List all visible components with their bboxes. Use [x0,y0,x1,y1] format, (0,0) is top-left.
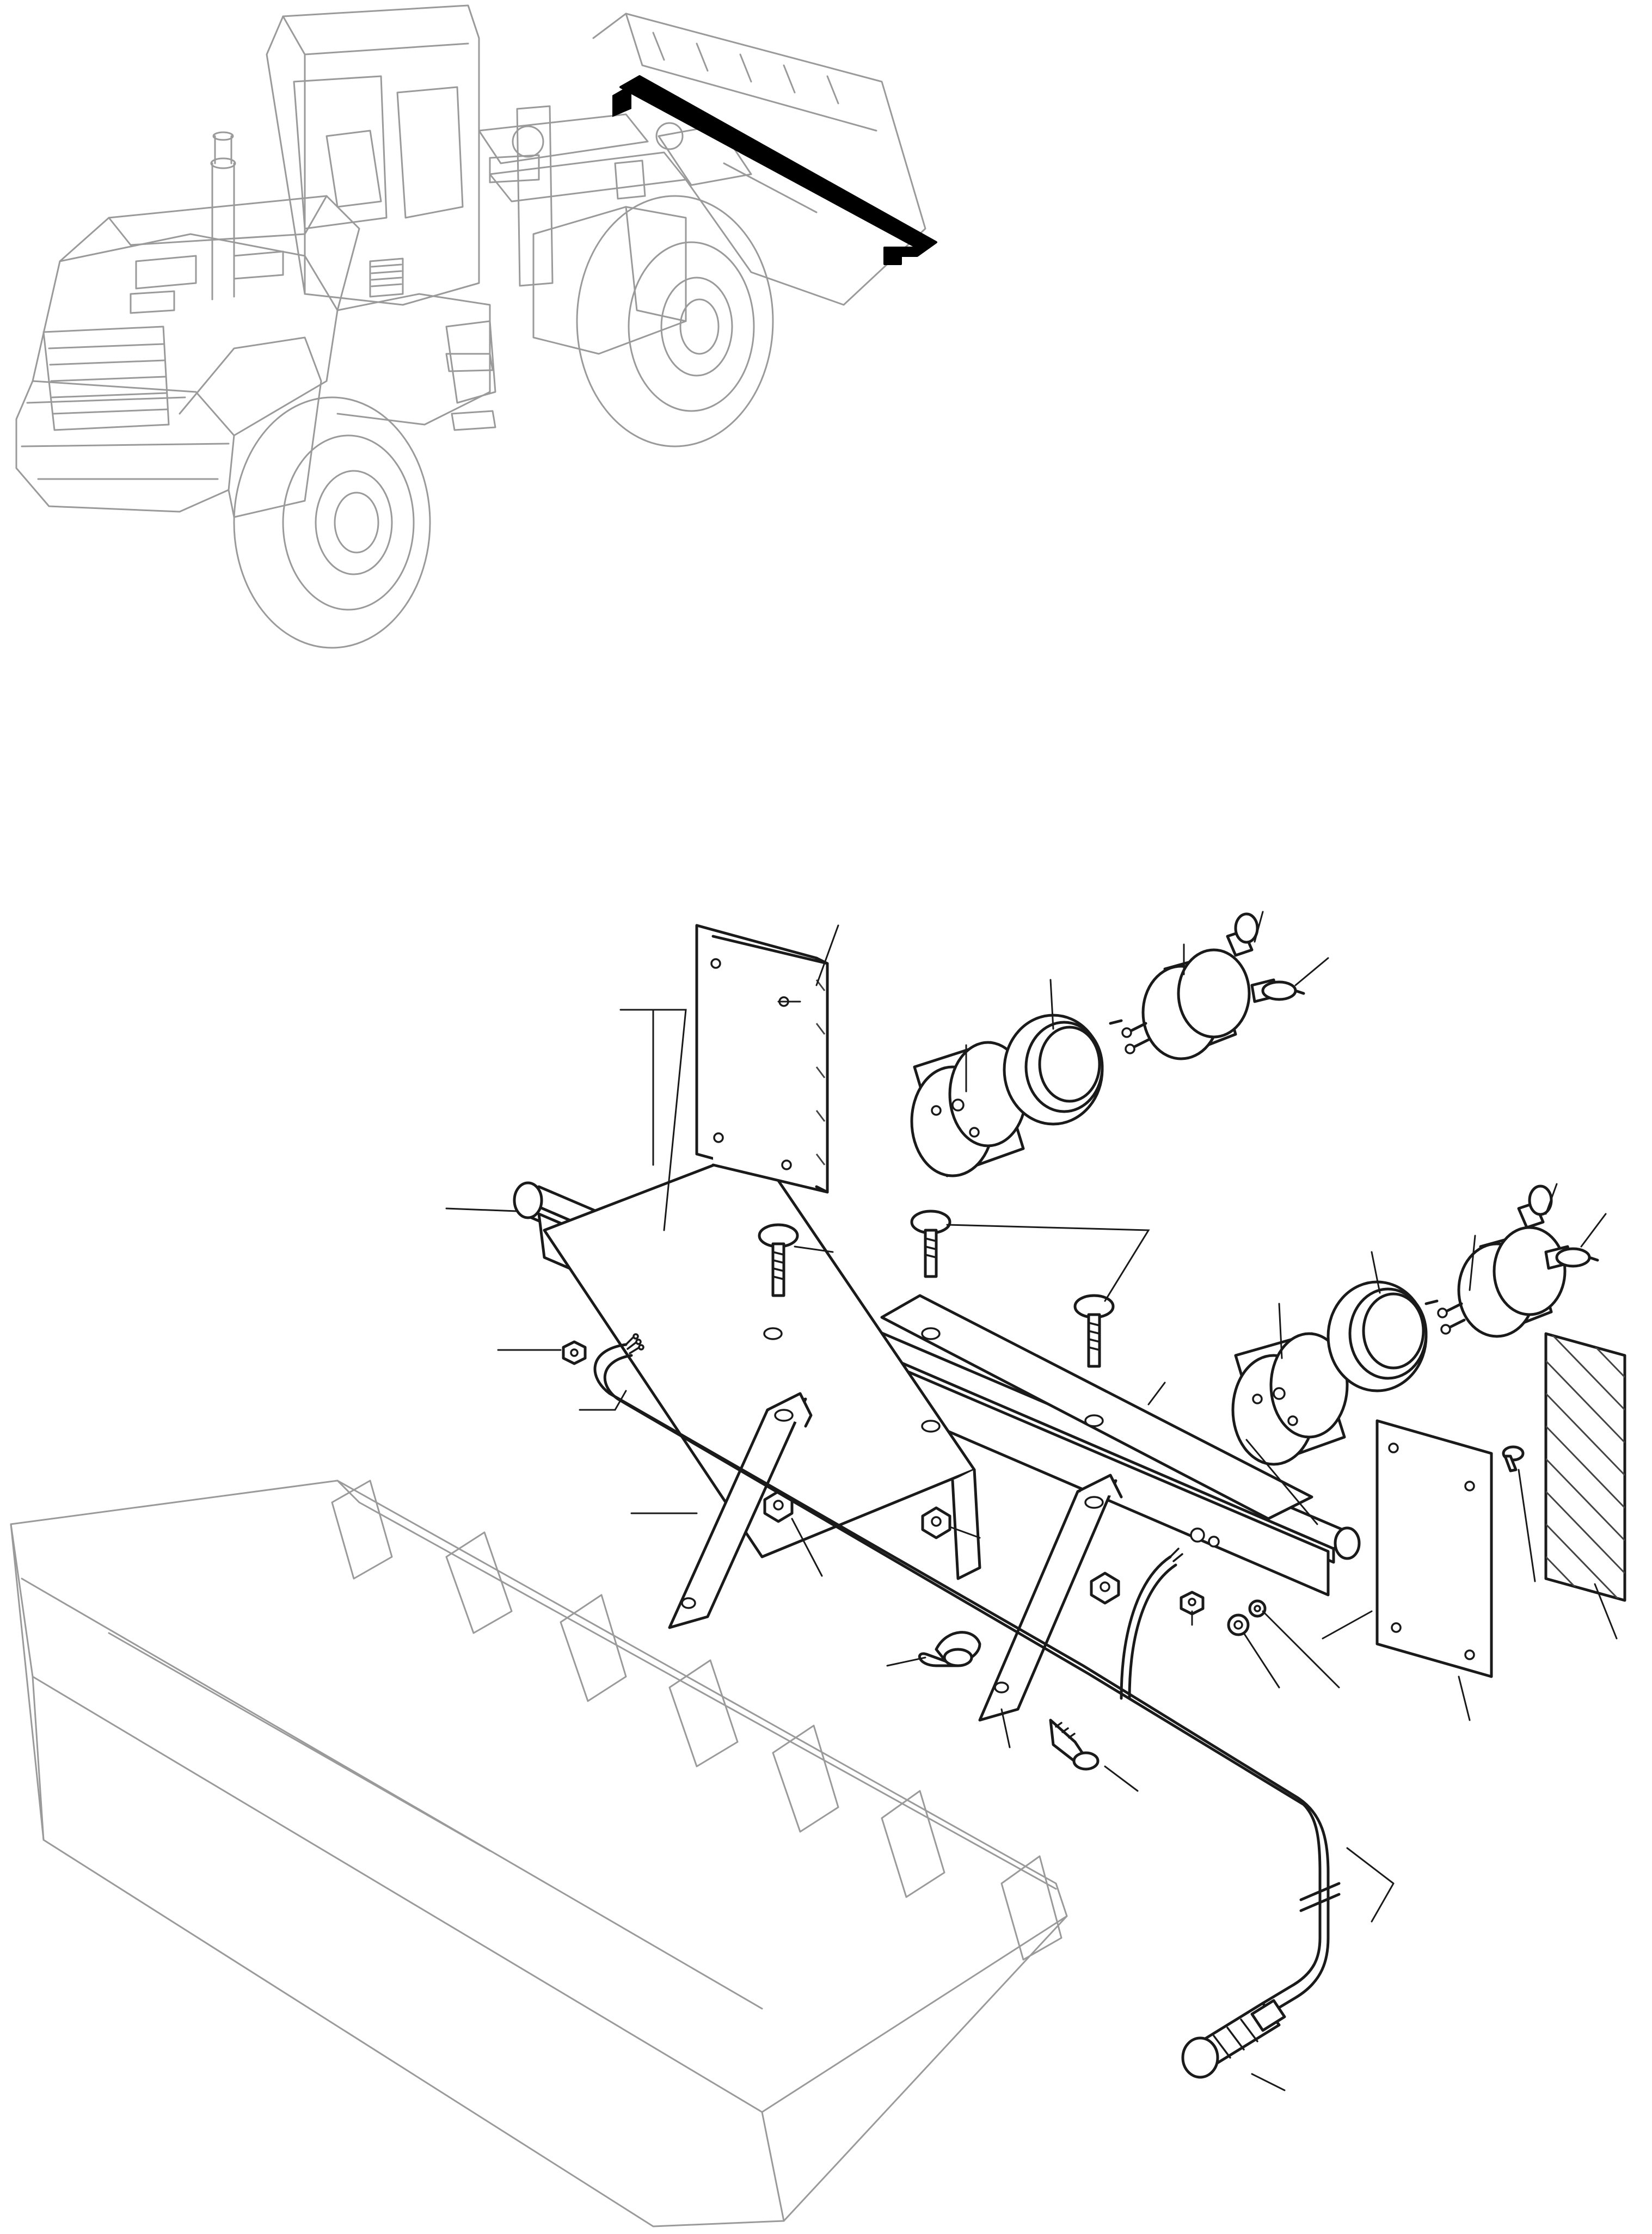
screw-left [758,1223,799,1297]
front-light-bar-exploded [10,911,1626,2227]
bulb-top-right [1517,1184,1553,1229]
bulb-top-left [1226,912,1259,957]
screw-pair [910,1210,1115,1368]
light-bar-highlight-end [612,84,631,117]
washer [1227,1599,1267,1636]
plate-right [1375,1419,1493,1678]
gasket-left [1003,1014,1104,1126]
bolt-bottom [1049,1719,1100,1771]
nut-c [1090,1572,1205,1616]
wheel-loader-overview [15,4,937,649]
nut-a [763,1490,794,1523]
lens-right [1544,1332,1626,1602]
leader-lines [445,911,1618,2091]
base-right [1231,1332,1349,1466]
plate-left [695,924,829,1194]
cable-break [1299,1882,1341,1912]
harness [593,1333,1330,2016]
gasket-right [1326,1280,1428,1392]
bulb-side-left [1250,978,1305,1003]
bulb-side-right [1544,1245,1599,1270]
nut-b [921,1506,951,1539]
plug [1181,1999,1286,2079]
lamp-housing-left [1109,948,1251,1060]
bucket-ghost [10,1480,1068,2227]
nut-cable [562,1340,587,1365]
light-bar-highlight [619,75,937,265]
wing-nut [918,1631,981,1667]
bracket-right [880,1294,1313,1722]
screw-lens [1502,1445,1525,1472]
bracket-left [543,1147,981,1629]
lamp-housing-right [1424,1226,1567,1338]
